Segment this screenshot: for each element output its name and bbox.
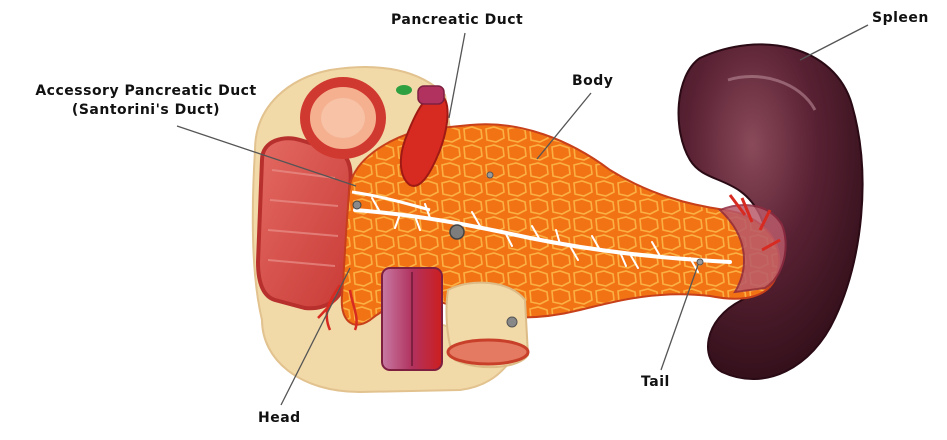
vessel-stub xyxy=(418,86,444,104)
label-head: Head xyxy=(258,410,301,426)
label-tail: Tail xyxy=(641,374,670,390)
label-body: Body xyxy=(572,73,613,89)
label-pancreatic-duct: Pancreatic Duct xyxy=(391,12,523,28)
leader-pancreatic-duct xyxy=(449,33,465,118)
leader-spleen xyxy=(800,25,868,60)
green-marker xyxy=(396,85,412,95)
label-accessory-line1: Accessory Pancreatic Duct xyxy=(12,83,280,99)
duodenum-cut xyxy=(258,138,351,308)
label-accessory-line2: (Santorini's Duct) xyxy=(12,102,280,118)
label-spleen: Spleen xyxy=(872,10,929,26)
